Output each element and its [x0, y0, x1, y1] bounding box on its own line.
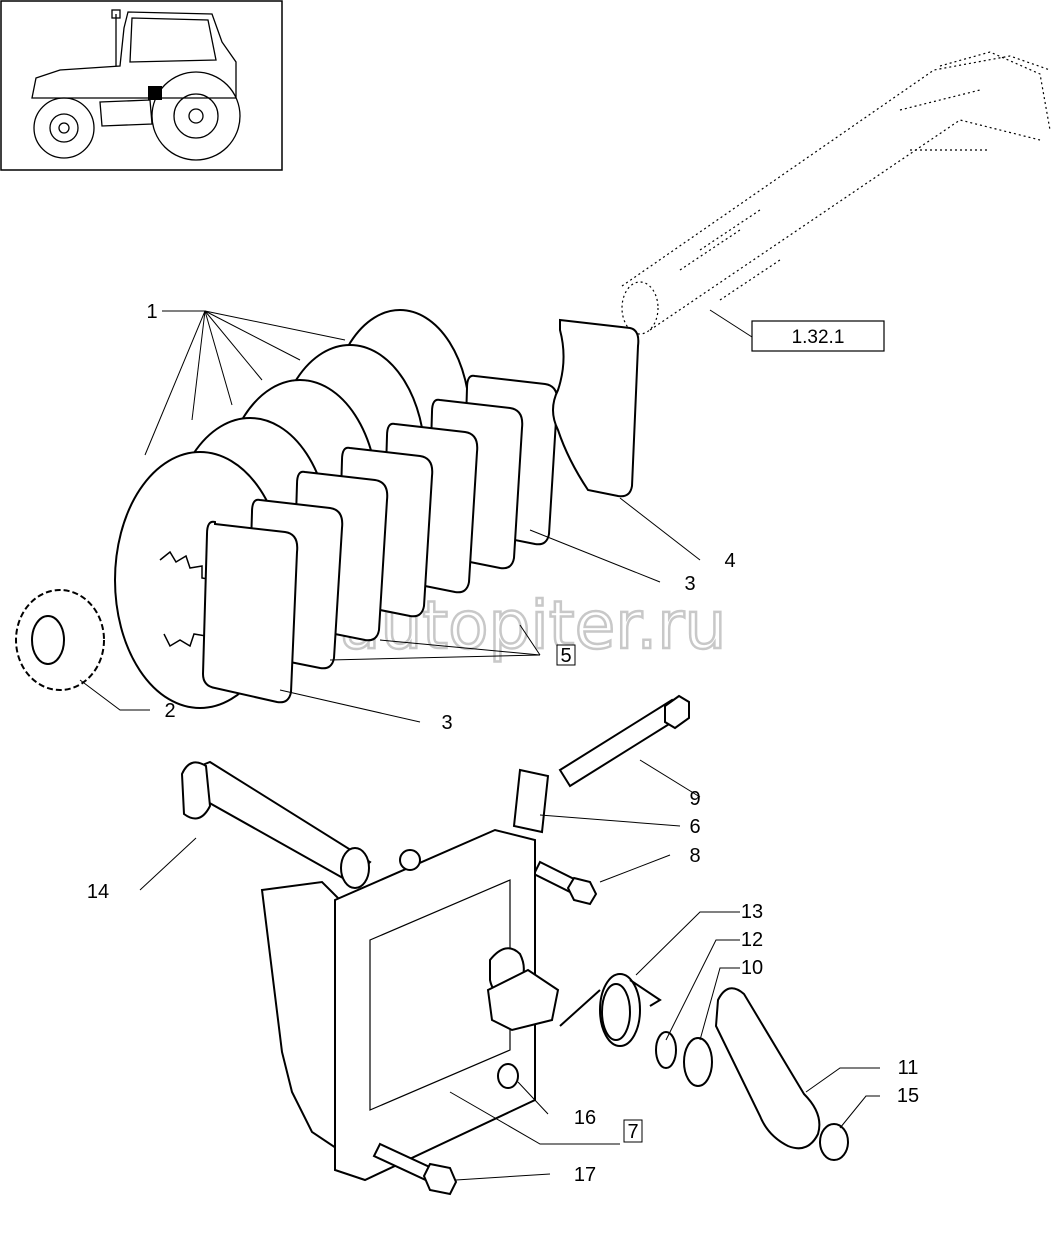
callout-3-lower[interactable]: 3: [441, 712, 452, 734]
control-shaft: [180, 760, 372, 889]
callout-17[interactable]: 17: [574, 1164, 596, 1186]
callout-3-upper[interactable]: 3: [684, 573, 695, 595]
input-shaft: [621, 51, 1051, 335]
callout-2[interactable]: 2: [164, 700, 175, 722]
callout-1[interactable]: 1: [146, 301, 157, 323]
callout-7-box: [623, 1119, 643, 1143]
callout-12[interactable]: 12: [741, 929, 763, 951]
seal-ring: [655, 1031, 677, 1069]
location-marker: [148, 86, 162, 100]
tractor-locator-thumbnail: [0, 0, 283, 171]
housing-bolt: [372, 1142, 458, 1196]
tractor-icon: [31, 9, 241, 161]
splined-gear: [15, 589, 105, 691]
torsion-spring: [559, 973, 662, 1047]
callout-7[interactable]: 7: [627, 1121, 638, 1143]
callout-6[interactable]: 6: [689, 816, 700, 838]
callout-16[interactable]: 16: [574, 1107, 596, 1129]
shim-washer: [683, 1037, 713, 1087]
plug: [497, 1063, 519, 1089]
circlip: [819, 1123, 849, 1161]
callout-9[interactable]: 9: [689, 788, 700, 810]
gasket: [512, 768, 550, 834]
callout-10[interactable]: 10: [741, 957, 763, 979]
callout-11[interactable]: 11: [898, 1057, 919, 1079]
callout-15[interactable]: 15: [897, 1085, 919, 1107]
brake-housing-cover: [260, 828, 560, 1182]
reference-box[interactable]: 1.32.1: [751, 320, 885, 352]
callout-labels: 1 2 3 3 4 5 6 7 8 9 10 11 12 13 14 15 16…: [87, 301, 919, 1186]
callout-13[interactable]: 13: [741, 901, 763, 923]
callout-5[interactable]: 5: [560, 645, 571, 667]
bolt-short: [532, 860, 598, 906]
svg-text:1.32.1: 1.32.1: [792, 327, 845, 348]
callout-5-box: [556, 644, 576, 666]
callout-4[interactable]: 4: [724, 550, 735, 572]
leader-lines: [79, 309, 880, 1181]
callout-8[interactable]: 8: [689, 845, 700, 867]
callout-14[interactable]: 14: [87, 881, 109, 903]
pressure-plate: [552, 318, 640, 498]
brake-lever: [714, 987, 821, 1150]
long-bolt: [558, 694, 690, 788]
